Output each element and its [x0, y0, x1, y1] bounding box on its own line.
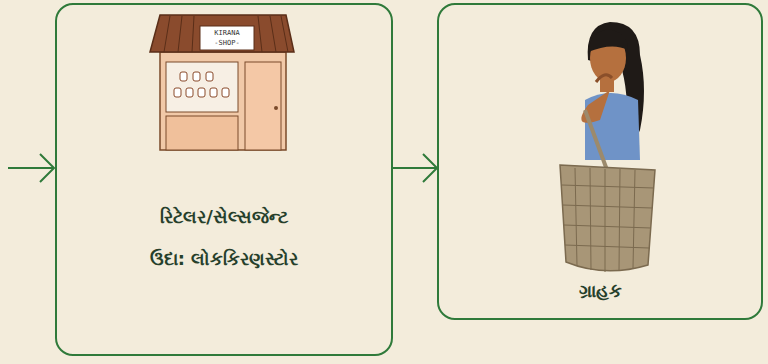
node-text: ગ્રાહક: [439, 279, 761, 302]
customer-illustration: [560, 22, 655, 272]
node-text: ઉદા: લોકકિરણસ્ટોર: [57, 247, 391, 270]
node-text: રિટેલર/સેલ્સજેન્ટ: [57, 205, 391, 228]
process-box: રિટેલર/સેલ્સજેન્ટ ઉદા: લોકકિરણસ્ટોર: [55, 3, 393, 356]
shop-sign-text: -SHOP-: [202, 40, 252, 47]
flow-arrow: [393, 154, 437, 182]
shop-illustration: [150, 15, 294, 150]
shop-sign-text: KIRANA: [202, 30, 252, 37]
incoming-arrow: [8, 154, 54, 182]
process-box: ગ્રાહક: [437, 3, 763, 320]
